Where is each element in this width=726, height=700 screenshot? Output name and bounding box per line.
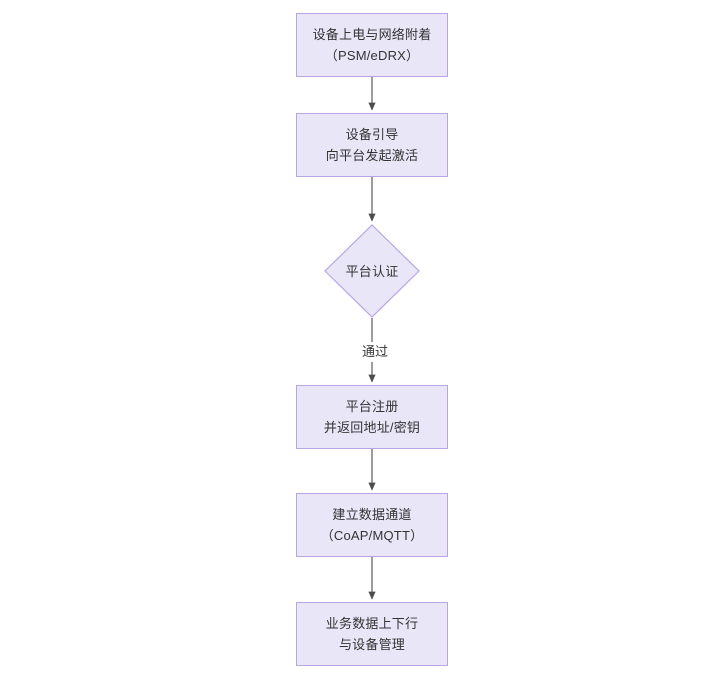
diamond-shape-icon [324, 224, 420, 318]
node-register-label: 平台注册 并返回地址/密钥 [323, 399, 421, 435]
edge-label-auth-pass-text: 通过 [361, 344, 388, 359]
edge-label-auth-pass: 通过 [355, 342, 395, 362]
node-power-on-label: 设备上电与网络附着 （PSM/eDRX） [312, 27, 432, 63]
node-channel[interactable]: 建立数据通道 （CoAP/MQTT） [296, 493, 448, 557]
node-auth[interactable]: 平台认证 [324, 224, 420, 318]
node-data[interactable]: 业务数据上下行 与设备管理 [296, 602, 448, 666]
node-power-on[interactable]: 设备上电与网络附着 （PSM/eDRX） [296, 13, 448, 77]
node-auth-label: 平台认证 [345, 263, 399, 279]
node-channel-label: 建立数据通道 （CoAP/MQTT） [320, 507, 424, 543]
node-bootstrap[interactable]: 设备引导 向平台发起激活 [296, 113, 448, 177]
node-register[interactable]: 平台注册 并返回地址/密钥 [296, 385, 448, 449]
node-bootstrap-label: 设备引导 向平台发起激活 [325, 127, 419, 163]
node-data-label: 业务数据上下行 与设备管理 [325, 616, 419, 652]
